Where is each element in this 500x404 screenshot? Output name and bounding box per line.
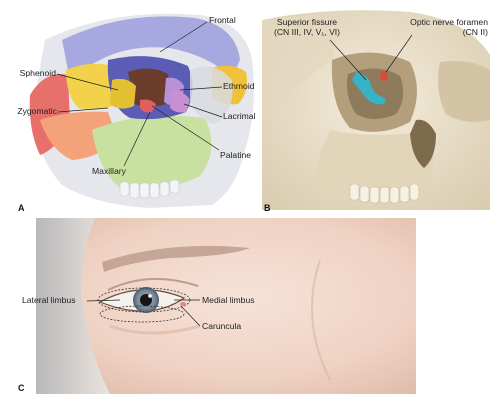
nasal-aperture-b: [410, 119, 436, 168]
sphenoid-bone: [66, 63, 118, 110]
label-ethmoid: Ethmoid: [223, 81, 255, 91]
leader-lines-c: [86, 299, 201, 327]
label-lacrimal: Lacrimal: [223, 111, 256, 121]
label-superior-fissure: Superior fissure (CN III, IV, V₁, VI): [262, 17, 352, 38]
panel-letter-b: B: [264, 203, 271, 213]
upper-lid-crease: [107, 277, 199, 291]
under-eye-shade: [109, 324, 201, 335]
optic-nerve-foramen: [380, 71, 388, 81]
limbus-outline-lower: [99, 305, 185, 323]
hair: [36, 218, 110, 394]
label-maxillary: Maxillary: [92, 166, 126, 176]
sphenoid-inner: [110, 78, 136, 109]
panel-a-skull: [29, 13, 254, 208]
label-caruncula: Caruncula: [202, 321, 242, 331]
leader-lines-a: [56, 21, 223, 167]
eyebrow: [102, 245, 250, 272]
skull-shade-b: [262, 15, 340, 120]
label-frontal: Frontal: [209, 15, 236, 25]
label-palatine: Palatine: [220, 150, 252, 160]
panel-letter-c: C: [18, 383, 25, 393]
caruncula: [180, 302, 186, 306]
panel-b-skull: [262, 10, 490, 211]
nose-edge: [311, 259, 331, 381]
superior-fissure-title: Superior fissure: [276, 17, 338, 27]
label-optic-nerve-foramen: Optic nerve foramen (CN II): [390, 17, 488, 38]
palatine-bone: [140, 99, 156, 113]
panel-letter-a: A: [18, 203, 25, 213]
superior-fissure-nerves: (CN III, IV, V₁, VI): [273, 26, 341, 37]
panel-c-eye: [36, 218, 416, 394]
superior-fissure: [352, 72, 386, 105]
optic-foramen-nerve: (CN II): [462, 26, 488, 37]
frontal-bone: [62, 16, 240, 81]
maxilla-b: [316, 130, 434, 200]
label-lateral-limbus: Lateral limbus: [22, 295, 76, 305]
maxillary-bone: [92, 115, 212, 190]
lacrimal-bone: [170, 91, 190, 113]
label-medial-limbus: Medial limbus: [202, 295, 255, 305]
teeth-a: [119, 179, 180, 199]
teeth-b: [349, 183, 420, 204]
right-orbit-b: [438, 61, 490, 122]
label-sphenoid: Sphenoid: [19, 68, 56, 78]
eye-highlight: [148, 294, 152, 298]
leader-lines-b: [329, 34, 413, 81]
optic-foramen-title: Optic nerve foramen: [410, 17, 488, 27]
orbit-inner-a: [128, 68, 172, 107]
label-zygomatic: Zygomatic: [17, 106, 57, 116]
